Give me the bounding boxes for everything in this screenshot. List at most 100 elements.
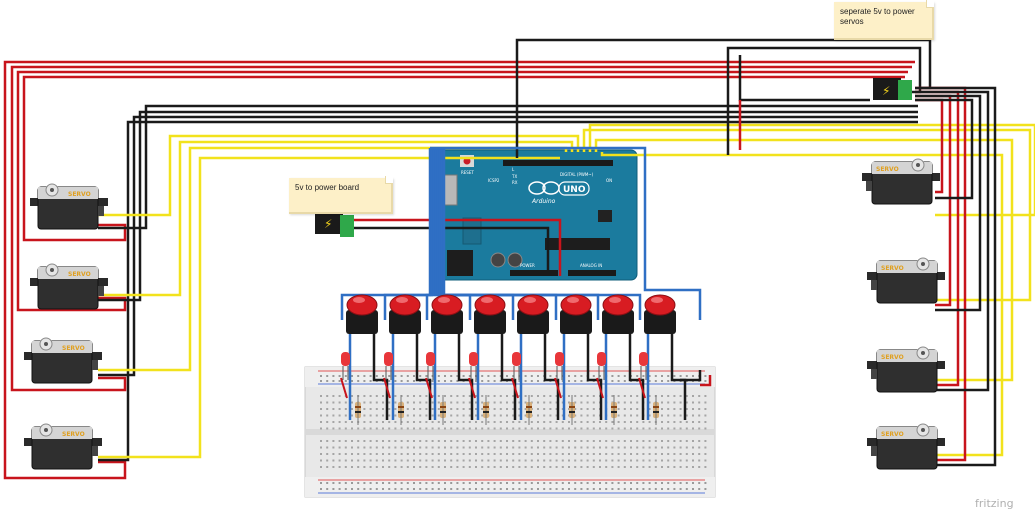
servo: SERVO (24, 337, 102, 384)
wire (425, 148, 436, 320)
l-label: L (512, 167, 515, 172)
wire (10, 65, 912, 392)
led (596, 352, 606, 399)
servo: SERVO (867, 257, 945, 304)
wire (457, 325, 474, 420)
wire (98, 110, 918, 302)
wire (442, 148, 642, 320)
led (340, 352, 350, 399)
wire (543, 325, 560, 420)
wire (582, 128, 1032, 302)
wire (98, 146, 568, 372)
arduino-uno-board: RESET ICSP2 DIGITAL (PWM~) L TX RX ON UN… (431, 149, 638, 281)
wire (915, 98, 974, 200)
servo: SERVO (867, 423, 945, 470)
wire (354, 226, 550, 276)
note-servo-power: seperate 5v to power servos (834, 0, 934, 40)
wire (22, 75, 905, 242)
resistors (355, 395, 659, 425)
pushbutton (560, 294, 592, 334)
pushbuttons (346, 294, 676, 334)
wire (98, 156, 560, 459)
wire (915, 94, 982, 312)
wire (98, 140, 574, 297)
analog-label: ANALOG IN (580, 263, 602, 268)
leds (340, 352, 648, 399)
pushbutton (602, 294, 634, 334)
digital-label: DIGITAL (PWM~) (560, 172, 594, 177)
wire (415, 325, 432, 420)
resistor (355, 395, 361, 425)
servo-label: SERVO (876, 166, 899, 173)
board-power-jack: ⚡ (315, 212, 354, 237)
model-label: UNO (563, 185, 586, 195)
wire (915, 90, 960, 387)
wires (3, 38, 1035, 480)
breadboard (304, 366, 716, 498)
wire (670, 325, 687, 420)
on-label: ON (606, 178, 612, 183)
resistor (440, 395, 446, 425)
servo-label: SERVO (62, 431, 85, 438)
led (638, 352, 648, 399)
servo-label: SERVO (68, 271, 91, 278)
note-board-power: 5v to power board (289, 176, 393, 214)
lightning-icon: ⚡ (882, 84, 890, 98)
wire (430, 146, 702, 320)
digital-header (503, 160, 613, 166)
wire (16, 70, 908, 312)
resistor (398, 395, 404, 425)
icsp-label: ICSP2 (488, 178, 500, 183)
wire (98, 104, 918, 230)
wire (354, 218, 562, 276)
power-header (510, 270, 558, 276)
servo-label: SERVO (68, 191, 91, 198)
analog-header (568, 270, 616, 276)
servo: SERVO (24, 423, 102, 470)
pushbutton (346, 294, 378, 334)
wire (680, 370, 702, 382)
pushbutton (431, 294, 463, 334)
power-jack (447, 250, 473, 276)
servo-label: SERVO (881, 265, 904, 272)
resistor (569, 395, 575, 425)
servo-label: SERVO (881, 354, 904, 361)
tx-label: TX (511, 174, 517, 179)
power-label: POWER (520, 263, 535, 268)
led (383, 352, 393, 399)
led (554, 352, 564, 399)
servo-label: SERVO (62, 345, 85, 352)
servo: SERVO (862, 158, 940, 205)
resistor (611, 395, 617, 425)
servo-power-jack: ⚡ (873, 78, 912, 100)
resistor (653, 395, 659, 425)
wire (98, 120, 918, 462)
pushbutton (517, 294, 549, 334)
wire (700, 375, 712, 387)
resistor (526, 395, 532, 425)
resistor (483, 395, 489, 425)
wire (628, 325, 645, 420)
reset-label: RESET (461, 170, 474, 175)
wire (588, 123, 1035, 217)
pushbutton (389, 294, 421, 334)
pushbutton (644, 294, 676, 334)
servos: SERVO SERVO SERVO SERVO SERVO SERVO SERVO SERVO (24, 158, 945, 470)
wire (586, 325, 603, 420)
led (511, 352, 521, 399)
wire (500, 325, 517, 420)
wire (98, 134, 580, 217)
led (425, 352, 435, 399)
servo: SERVO (867, 346, 945, 393)
led (468, 352, 478, 399)
servo: SERVO (30, 183, 108, 230)
servo: SERVO (30, 263, 108, 310)
wire (600, 152, 1004, 457)
atmega-chip (545, 238, 610, 250)
wire (383, 148, 434, 320)
lightning-icon: ⚡ (324, 217, 332, 231)
rx-label: RX (512, 180, 518, 185)
wire (594, 138, 1014, 382)
pushbutton (474, 294, 506, 334)
